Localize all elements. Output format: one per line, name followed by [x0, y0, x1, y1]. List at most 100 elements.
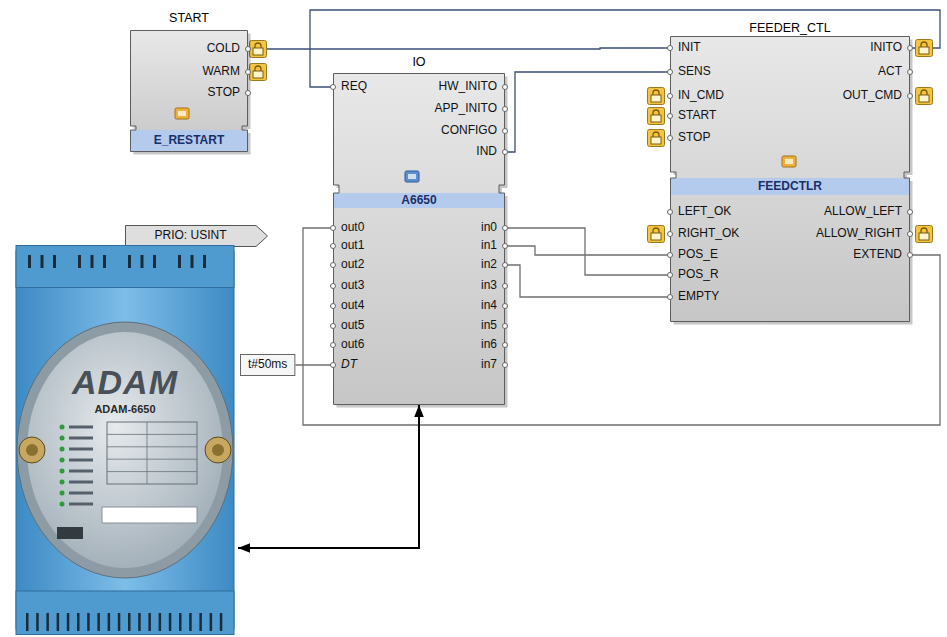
signal-wire [248, 48, 670, 49]
signal-wire [505, 246, 670, 255]
adapter-icon [916, 40, 933, 57]
pin-marker [668, 273, 673, 278]
constant-shape [126, 226, 268, 247]
adapter-icon [648, 88, 665, 105]
block-icon [785, 159, 793, 164]
io-arrow [238, 405, 419, 548]
logo-text: ADAM [72, 363, 178, 402]
pin-label: RIGHT_OK [678, 227, 739, 241]
pin-marker [331, 343, 336, 348]
pin-label: in5 [481, 319, 497, 333]
pin-label: IND [476, 145, 497, 159]
pin-label: ACT [878, 65, 902, 79]
block-icon [405, 171, 419, 182]
device-drawing [12, 245, 238, 635]
pin-marker [503, 107, 508, 112]
adapter-icon [648, 226, 665, 243]
pin-marker [503, 363, 508, 368]
pin-label: out0 [341, 221, 364, 235]
pin-marker [331, 263, 336, 268]
pin-marker [503, 304, 508, 309]
pin-label: APP_INITO [435, 102, 497, 116]
type-band [334, 193, 505, 208]
block-icon [782, 156, 796, 167]
block-title: IO [412, 55, 425, 69]
model-text: ADAM-6650 [94, 403, 155, 416]
pin-label: START [678, 109, 716, 123]
pin-marker [331, 363, 336, 368]
block-icon [408, 174, 416, 179]
pin-label: out2 [341, 258, 364, 272]
function-block: IOREQHW_INITOAPP_INITOCONFIGOINDA6650out… [333, 73, 505, 405]
pin-marker [503, 324, 508, 329]
pin-label: in2 [481, 258, 497, 272]
pin-label: INITO [870, 41, 902, 55]
pin-label: LEFT_OK [678, 205, 731, 219]
adapter-icon [250, 41, 267, 58]
adapter-icon [648, 108, 665, 125]
pin-marker [246, 91, 251, 96]
pin-label: STOP [678, 131, 710, 145]
pin-label: out4 [341, 299, 364, 313]
block-body [671, 37, 910, 322]
pin-label: ALLOW_LEFT [824, 205, 902, 219]
block-border [334, 74, 505, 405]
pin-marker [668, 210, 673, 215]
block-border [671, 37, 910, 322]
pin-marker [331, 244, 336, 249]
signal-wire [505, 228, 670, 275]
pin-label: IN_CMD [678, 89, 724, 103]
pin-marker [246, 70, 251, 75]
pin-marker [331, 304, 336, 309]
pin-label: SENS [678, 65, 711, 79]
pin-marker [503, 244, 508, 249]
pin-marker [331, 85, 336, 90]
type-band [131, 130, 248, 152]
constant-input: PRIO: USINT [125, 225, 268, 247]
signal-wire [295, 364, 333, 365]
pin-label: INIT [678, 41, 701, 55]
pin-label: POS_E [678, 248, 718, 262]
pin-label: out6 [341, 338, 364, 352]
pin-marker [246, 47, 251, 52]
pin-marker [331, 226, 336, 231]
pin-marker [908, 46, 913, 51]
block-body [131, 31, 248, 152]
constant-box: t#50ms [240, 354, 295, 376]
pin-marker [908, 253, 913, 258]
function-block: STARTCOLDWARMSTOPE_RESTART [130, 30, 248, 152]
pin-marker [668, 136, 673, 141]
pin-marker [503, 150, 508, 155]
signal-wire [505, 265, 670, 297]
block-title: START [169, 11, 209, 25]
pin-marker [503, 226, 508, 231]
type-name: E_RESTART [154, 134, 224, 148]
constant-text: PRIO: USINT [154, 229, 226, 243]
pin-marker [668, 46, 673, 51]
block-icon [178, 111, 186, 116]
pin-marker [908, 94, 913, 99]
adapter-icon [250, 64, 267, 81]
adapter-icon [916, 226, 933, 243]
pin-label: STOP [208, 86, 240, 100]
pin-marker [668, 253, 673, 258]
pin-marker [503, 284, 508, 289]
pin-label: in1 [481, 239, 497, 253]
pin-marker [908, 70, 913, 75]
pin-label: out1 [341, 239, 364, 253]
adapter-icon [916, 88, 933, 105]
pin-label: HW_INITO [439, 80, 497, 94]
pin-label: out3 [341, 279, 364, 293]
pin-label: CONFIGO [441, 124, 497, 138]
block-title: FEEDER_CTL [749, 21, 830, 35]
pin-marker [503, 343, 508, 348]
device-illustration: ADAMADAM-6650 [12, 245, 238, 635]
pin-marker [503, 129, 508, 134]
constant-shape [241, 355, 295, 376]
type-name: A6650 [401, 194, 436, 208]
type-band [671, 178, 910, 195]
pin-label: DT [341, 358, 357, 372]
function-block: FEEDER_CTLINITSENSIN_CMDSTARTSTOPINITOAC… [670, 36, 910, 322]
pin-marker [503, 263, 508, 268]
